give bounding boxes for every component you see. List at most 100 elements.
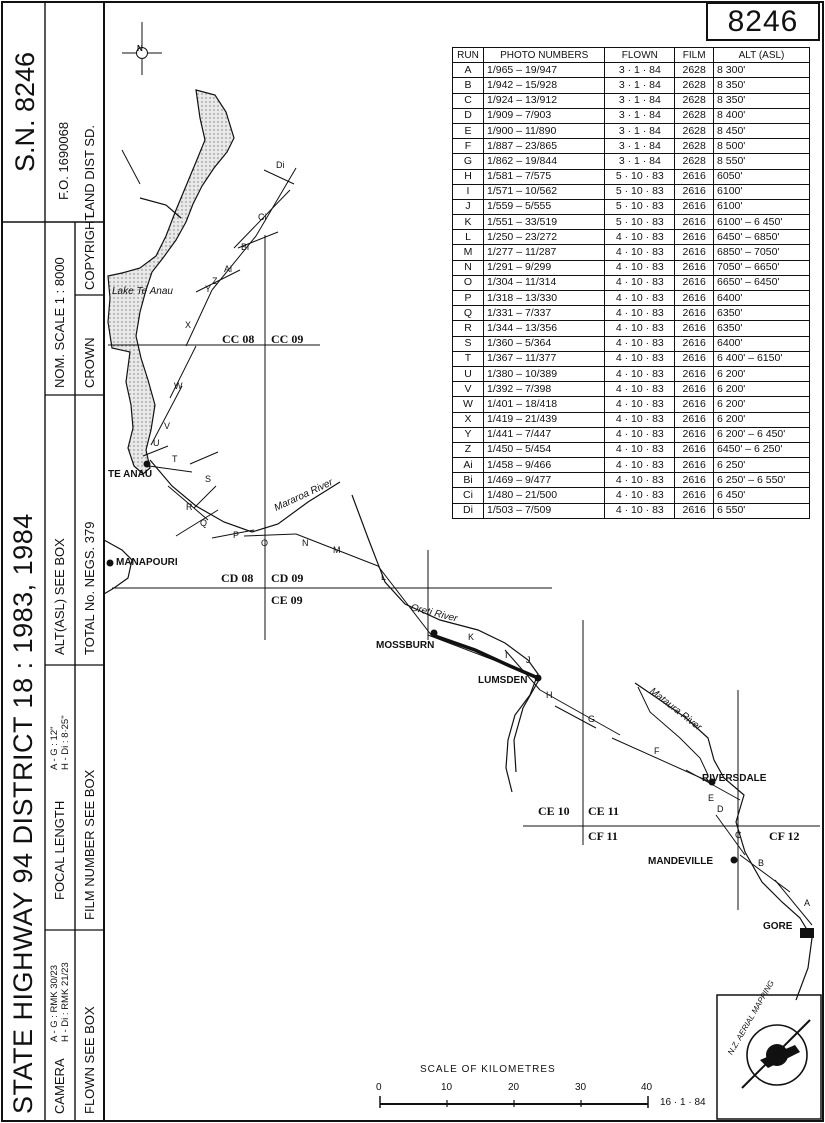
table-cell: 3 · 1 · 84 [604,153,676,170]
table-cell: 4 · 10 · 83 [604,487,676,504]
table-cell: 8 350' [713,77,810,94]
table-cell: 2616 [674,183,715,200]
table-cell: 1/401 – 18/418 [482,396,606,413]
table-cell: 2616 [674,198,715,216]
table-cell: 4 · 10 · 83 [604,502,676,519]
table-cell: T [452,350,484,367]
land-district: LAND DIST SD. [82,125,97,218]
table-cell: 1/551 – 33/519 [482,214,606,231]
town-manapouri: MANAPOURI [116,557,178,568]
table-cell: 1/304 – 11/314 [482,274,606,292]
camera-value-1: A - G : RMK 30/23 [49,964,60,1042]
total-negs: TOTAL No. NEGS. 379 [82,521,97,655]
table-cell: X [452,411,484,428]
table-cell: 2628 [674,92,715,109]
table-cell: 2616 [674,259,715,276]
mararoa-river [149,459,341,533]
run-letter-ai: Ai [224,264,233,274]
table-cell: 3 · 1 · 84 [604,138,676,155]
table-cell: 2616 [674,320,715,337]
table-cell: 2616 [674,502,715,519]
run-letter-v: V [164,421,171,431]
table-cell: 6850' – 7050' [713,244,810,261]
table-cell: U [452,365,484,383]
table-cell: 6450' – 6 250' [713,441,810,459]
scale-tick-0: 0 [376,1082,382,1093]
grid-cf12: CF 12 [769,829,800,843]
table-cell: 2628 [674,122,715,140]
scale-tick-10: 10 [441,1082,453,1093]
scale-date: 16 · 1 · 84 [660,1097,706,1108]
table-cell: 2616 [674,441,715,459]
table-cell: 1/571 – 10/562 [482,183,606,200]
table-cell: 1/559 – 5/555 [482,198,606,216]
table-cell: 2616 [674,411,715,428]
table-cell: C [452,92,484,109]
mataura-river-bank [637,686,709,776]
table-cell: 4 · 10 · 83 [604,335,676,352]
table-cell: Y [452,426,484,443]
grid-cf11: CF 11 [588,829,618,843]
focal-length-label: FOCAL LENGTH [52,800,67,900]
lake-manapouri-shore [103,539,133,595]
table-cell: 5 · 10 · 83 [604,183,676,200]
table-cell: 1/277 – 11/287 [482,244,606,261]
table-cell: 2616 [674,168,715,185]
table-cell: 6350' [713,320,810,337]
table-cell: 2616 [674,365,715,383]
table-cell: 2616 [674,396,715,413]
sheet-number: 8246 [706,2,820,41]
table-cell: J [452,198,484,216]
table-cell: 2616 [674,305,715,322]
oreti-river-bank [513,677,541,773]
table-cell: 2628 [674,62,715,79]
table-cell: 2616 [674,274,715,292]
table-cell: S [452,335,484,352]
fo-number: F.O. 1690068 [56,121,71,200]
table-cell: 3 · 1 · 84 [604,62,676,79]
run-letter-i: I [505,650,508,660]
oreti-river [351,494,539,793]
table-header-cell: RUN [452,46,484,64]
table-cell: 6 450' [713,487,810,504]
table-cell: 2628 [674,153,715,170]
table-cell: 2616 [674,381,715,398]
focal-value-2: H - Di : 8·25" [60,715,71,770]
table-cell: 1/480 – 21/500 [482,487,606,504]
table-cell: N [452,259,484,276]
table-cell: 1/360 – 5/364 [482,335,606,352]
run-letter-g: G [588,714,596,724]
table-cell: 1/419 – 21/439 [482,411,606,428]
table-cell: 6650' – 6450' [713,274,810,292]
town-mandeville: MANDEVILLE [648,856,713,867]
table-cell: 4 · 10 · 83 [604,229,676,246]
lake-te-anau [107,89,235,475]
table-cell: 4 · 10 · 83 [604,365,676,383]
table-cell: 4 · 10 · 83 [604,457,676,474]
scale-tick-30: 30 [575,1082,587,1093]
grid-cd09: CD 09 [271,571,304,585]
run-letter-t: T [172,454,178,464]
table-cell: 5 · 10 · 83 [604,214,676,231]
table-cell: G [452,153,484,170]
table-cell: P [452,289,484,307]
run-letter-z: Z [212,276,218,286]
run-letter-j: J [526,655,531,665]
scale-tick-40: 40 [641,1082,653,1093]
table-cell: 4 · 10 · 83 [604,289,676,307]
film-number: FILM NUMBER SEE BOX [82,769,97,920]
run-letter-y: Y [205,284,212,294]
